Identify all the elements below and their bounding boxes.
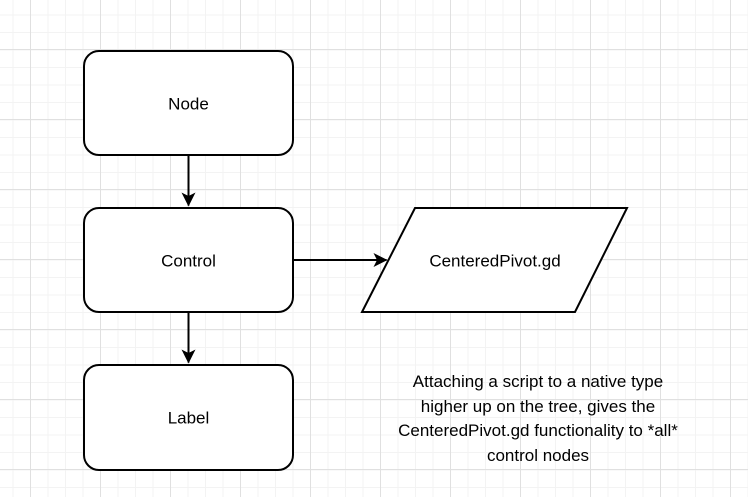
label-shape[interactable] [83, 364, 294, 471]
script-shape-group[interactable]: CenteredPivot.gd [360, 207, 629, 313]
label-shape-group[interactable]: Label [83, 364, 294, 471]
node-shape[interactable] [83, 50, 294, 156]
script-shape-label: CenteredPivot.gd [429, 252, 560, 271]
annotation-text: Attaching a script to a native type high… [398, 372, 678, 465]
control-shape[interactable] [83, 207, 294, 313]
script-parallelogram-shape[interactable] [360, 207, 629, 313]
control-shape-group[interactable]: Control [83, 207, 294, 313]
node-shape-label: Node [168, 95, 209, 114]
control-shape-label: Control [161, 252, 216, 271]
label-shape-label: Label [168, 409, 210, 428]
node-shape-group[interactable]: Node [83, 50, 294, 156]
